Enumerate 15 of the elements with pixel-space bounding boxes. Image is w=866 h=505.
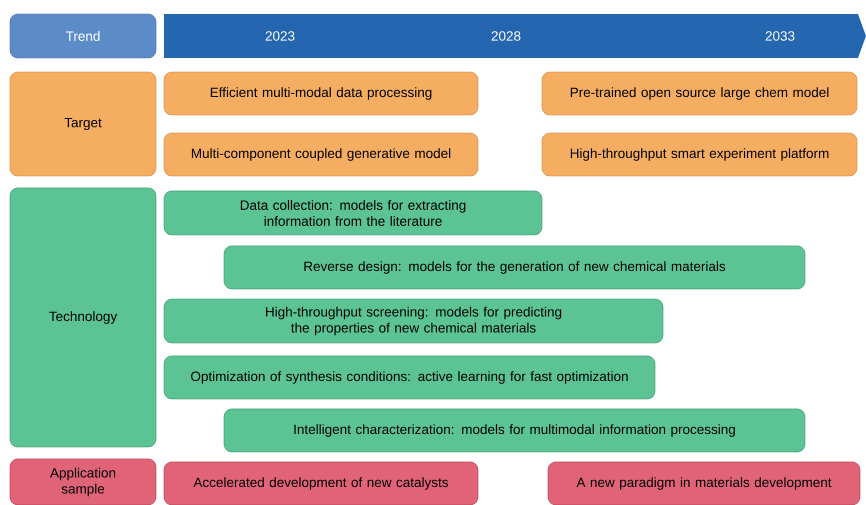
row-header: Trend [10, 14, 156, 58]
technology-box: Optimization of synthesis conditions: active learning for fast optimization [164, 356, 656, 400]
goal-box: Pre-trained open source large chem model [542, 72, 858, 116]
row-header: Technology [10, 188, 156, 448]
goal-box: Multi-component coupled generative model [164, 132, 478, 176]
row-header: Target [10, 72, 156, 176]
application-box: A new paradigm in materials development [548, 462, 860, 505]
technology-box: High-throughput screening: models for predicting the properties of new chemical materials [164, 298, 664, 344]
row-header: Application sample [10, 458, 156, 505]
goal-box: Efficient multi-modal data processing [164, 72, 478, 116]
goal-box: High-throughput smart experiment platform [542, 132, 858, 176]
application-box: Accelerated development of new catalysts [164, 462, 478, 505]
technology-box: Reverse design: models for the generation of new chemical materials [224, 246, 806, 290]
technology-box: Intelligent characterization: models for multimodal information processing [224, 408, 806, 452]
technology-box: Data collection: models for extracting information from the literature [164, 190, 542, 236]
